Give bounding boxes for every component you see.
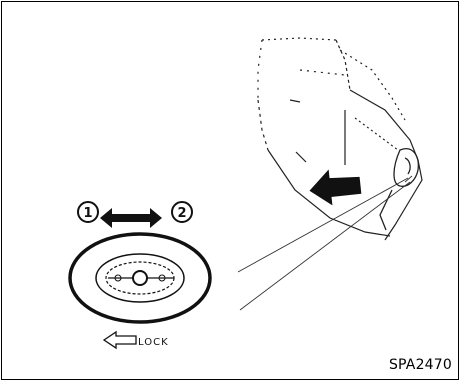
direction-arrow-left <box>309 169 362 206</box>
figure-code: SPA2470 <box>388 357 452 373</box>
leader-lines <box>237 175 413 311</box>
lock-label: LOCK <box>138 337 169 348</box>
marker-2-label: 2 <box>177 206 186 221</box>
key-cylinder <box>68 232 212 324</box>
marker-1 <box>77 201 99 223</box>
lock-arrow-icon <box>102 330 137 350</box>
door-outline <box>257 37 423 241</box>
marker-2 <box>171 201 193 223</box>
marker-1-label: 1 <box>83 206 92 221</box>
double-arrow-icon <box>100 208 162 228</box>
